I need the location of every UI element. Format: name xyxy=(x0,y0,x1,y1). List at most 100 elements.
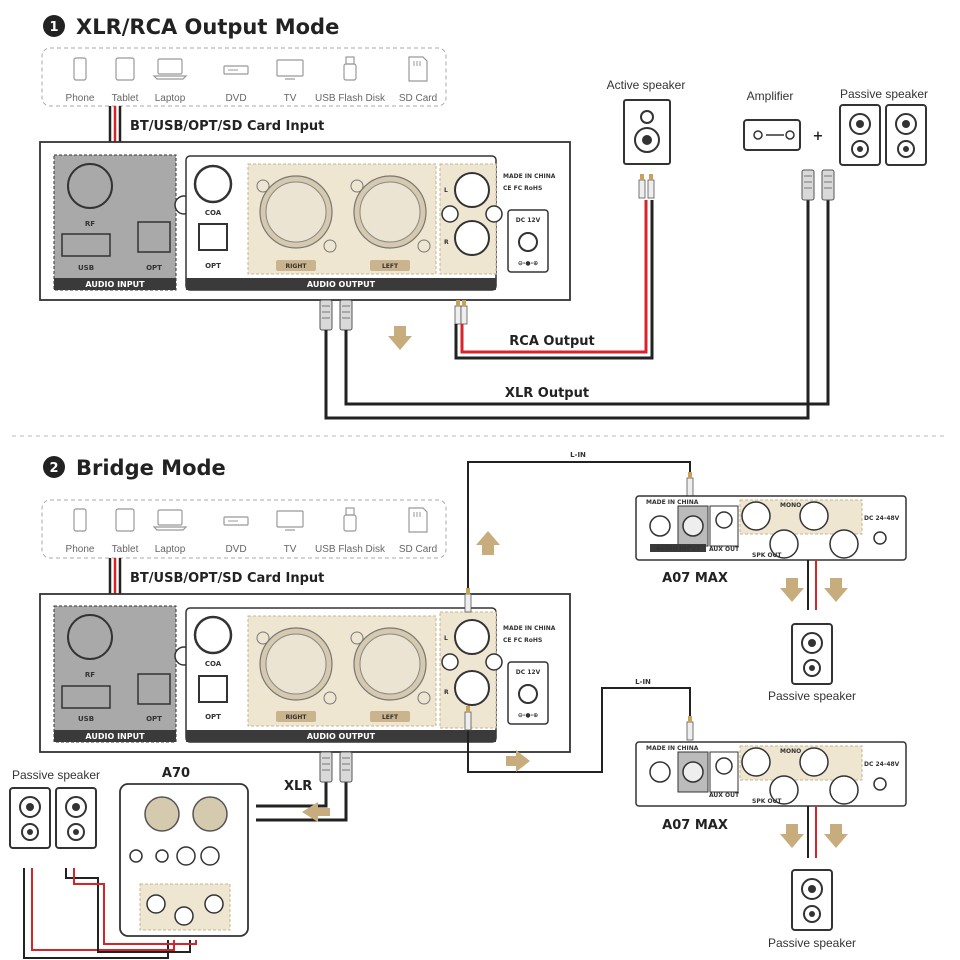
tablet-icon xyxy=(115,57,135,81)
made-in-china: MADE IN CHINA xyxy=(503,625,556,632)
right-tag xyxy=(276,711,316,722)
rf-label: RF xyxy=(85,671,95,679)
passive-speaker-left-label: Passive speaker xyxy=(12,768,100,782)
aux-r-jack xyxy=(649,515,671,537)
coaxial-jack xyxy=(193,164,233,204)
usb-label: USB xyxy=(78,264,94,272)
dc-label: DC 12V xyxy=(516,217,541,224)
device-label: USB Flash Disk xyxy=(315,93,386,104)
a70-terminal xyxy=(204,894,224,914)
section1-number-badge xyxy=(43,15,65,37)
cert-marks: CE FC RoHS xyxy=(503,637,542,644)
audio-output-label: AUDIO OUTPUT xyxy=(307,732,376,741)
opt-port xyxy=(137,221,171,253)
spk-terminal xyxy=(799,747,829,777)
opt2-label: OPT xyxy=(205,713,221,721)
xlr-cable xyxy=(344,196,830,406)
right-label: RIGHT xyxy=(286,714,308,721)
rf-antenna-jack xyxy=(67,163,113,209)
active-speaker-icon xyxy=(623,99,671,165)
source-devices-box xyxy=(41,47,447,107)
passive-speaker-top-label: Passive speaker xyxy=(768,689,856,703)
screw xyxy=(485,205,503,223)
amplifier-label: Amplifier xyxy=(747,89,794,103)
xlr-plug xyxy=(821,169,835,201)
rca-output-label: RCA Output xyxy=(509,334,594,349)
a70-jack xyxy=(200,846,220,866)
screw xyxy=(323,691,337,705)
tv-icon xyxy=(276,59,304,80)
coaxial-jack xyxy=(193,615,233,655)
cert-marks: CE FC RoHS xyxy=(503,185,542,192)
screw xyxy=(417,239,431,253)
usb-port xyxy=(61,233,111,257)
usb-flash-icon xyxy=(343,507,357,532)
optical-out xyxy=(198,223,228,251)
a70-combo-jack xyxy=(144,796,180,832)
source-devices-box xyxy=(41,499,447,559)
rca-right-jack xyxy=(454,220,490,256)
passive-speaker-icon xyxy=(885,104,927,166)
audio-input-label: AUDIO INPUT xyxy=(85,732,145,741)
rca-r-label: R xyxy=(444,689,449,696)
device-label: Phone xyxy=(66,544,95,555)
signal-arrow xyxy=(388,326,412,350)
rca-plug xyxy=(647,173,655,199)
speaker-cable xyxy=(73,868,197,945)
signal-arrow xyxy=(506,750,530,772)
a70-jack xyxy=(129,849,143,863)
left-tag xyxy=(370,711,410,722)
l-in-cable-bottom xyxy=(467,687,691,773)
amp-aux-out-label: AUX OUT xyxy=(709,546,740,553)
amp-aux-out-label: AUX OUT xyxy=(709,792,740,799)
opt2-label: OPT xyxy=(205,262,221,270)
amp-knob-icon xyxy=(785,130,795,140)
passive-speaker-icon xyxy=(791,869,833,931)
rf-antenna-jack xyxy=(67,614,113,660)
screw xyxy=(323,239,337,253)
amp-spk-out-label: SPK OUT xyxy=(752,798,782,805)
coa-label: COA xyxy=(205,660,222,668)
screw xyxy=(485,653,503,671)
device-label: Tablet xyxy=(112,544,139,555)
dvd-icon xyxy=(223,65,249,75)
dc-jack xyxy=(518,232,538,252)
phone-icon xyxy=(73,57,87,81)
xlr-right-jack xyxy=(259,627,333,701)
rca-cable xyxy=(454,200,654,360)
rca-plug xyxy=(460,299,468,325)
audio-input-bar xyxy=(54,278,176,290)
device-label: Phone xyxy=(66,93,95,104)
opt-label: OPT xyxy=(146,264,162,272)
rca-left-jack xyxy=(454,619,490,655)
tv-icon xyxy=(276,510,304,531)
xlr-cable xyxy=(256,770,348,822)
dc-label: DC 12V xyxy=(516,669,541,676)
xlr-label: XLR xyxy=(284,779,312,794)
device-label: TV xyxy=(284,93,297,104)
woofer-cone-icon xyxy=(642,135,652,145)
spk-terminal xyxy=(741,501,771,531)
audio-output-label: AUDIO OUTPUT xyxy=(307,280,376,289)
a70-combo-jack xyxy=(192,796,228,832)
screw xyxy=(350,631,364,645)
screw xyxy=(256,631,270,645)
optical-out xyxy=(198,675,228,703)
dvd-icon xyxy=(223,516,249,526)
a70-label: A70 xyxy=(162,766,190,781)
xlr-left-jack xyxy=(353,627,427,701)
audio-input-bar xyxy=(54,730,176,742)
signal-arrow xyxy=(780,824,804,848)
section2-title: Bridge Mode xyxy=(76,456,226,480)
passive-speaker-icon xyxy=(9,787,51,849)
left-label: LEFT xyxy=(382,263,399,270)
section1-number: 1 xyxy=(49,20,58,35)
xlr-output-label: XLR Output xyxy=(505,386,589,401)
audio-input-label: AUDIO INPUT xyxy=(85,280,145,289)
amp-audio-input-label: AUDIO INPUT xyxy=(656,545,701,552)
section2-number: 2 xyxy=(49,461,58,476)
screw xyxy=(441,205,459,223)
a70-terminal xyxy=(146,894,166,914)
spk-terminal xyxy=(829,529,859,559)
rca-left-jack xyxy=(454,172,490,208)
